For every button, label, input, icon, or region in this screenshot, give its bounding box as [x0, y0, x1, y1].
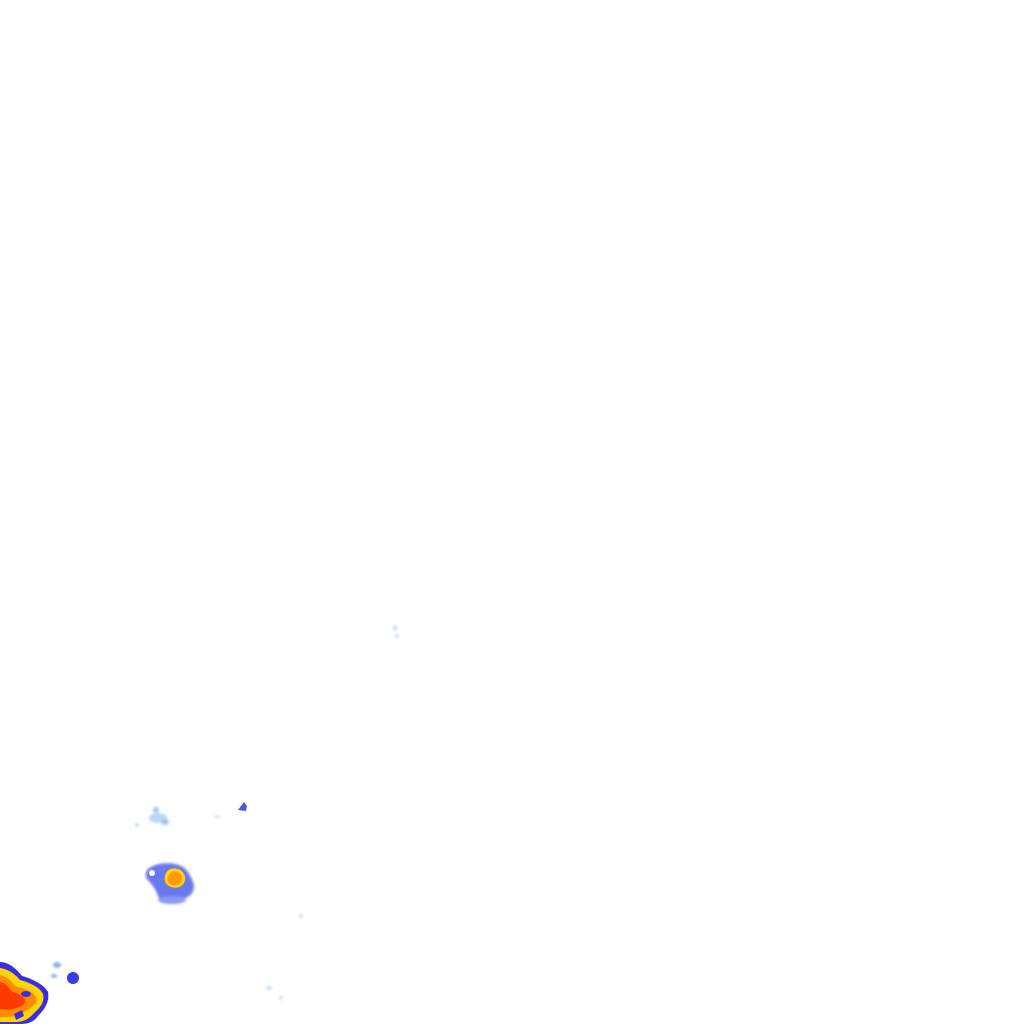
echo-cluster-left — [135, 807, 169, 827]
echo-blob-small — [51, 962, 79, 984]
echo-blip — [238, 802, 247, 811]
echo-storm-cell — [146, 863, 194, 904]
echo-storm-corner — [0, 962, 49, 1024]
echo-streak — [214, 815, 220, 819]
echo-specks-bottom — [266, 986, 283, 1000]
echo-speck-right — [299, 914, 303, 918]
echo-speck-center — [393, 625, 399, 638]
